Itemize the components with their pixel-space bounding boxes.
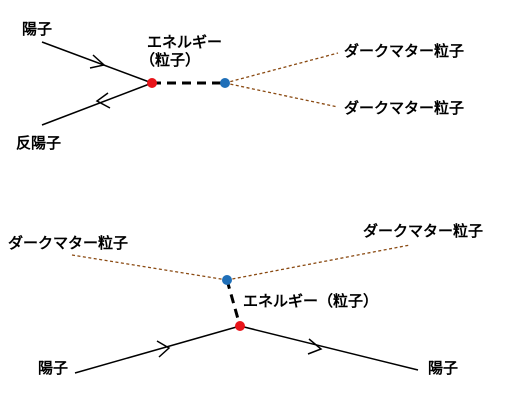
dark-matter-line-left [71, 254, 228, 281]
bottom-diagram [71, 244, 419, 374]
label-proton-left: 陽子 [38, 359, 69, 377]
label-antiproton: 反陽子 [16, 134, 62, 152]
label-dark-matter-lower: ダークマター粒子 [344, 99, 465, 117]
proton-line-right [239, 325, 419, 371]
dark-matter-line-upper [224, 52, 339, 84]
dark-matter-line-lower [224, 82, 339, 108]
label-proton-top: 陽子 [22, 20, 53, 38]
vertex-red-top [147, 78, 157, 88]
proton-line-left [74, 325, 241, 374]
label-energy-bottom: エネルギー（粒子） [243, 292, 379, 310]
label-proton-right: 陽子 [428, 359, 459, 377]
proton-arrow-right [307, 338, 323, 355]
label-energy-line2: （粒子） [140, 51, 201, 69]
proton-line-top [41, 41, 153, 84]
vertex-blue-top [220, 78, 230, 88]
energy-propagator-bottom [225, 279, 242, 327]
antiproton-arrow-top [95, 92, 111, 109]
label-dark-matter-upper: ダークマター粒子 [344, 42, 465, 60]
top-diagram [41, 41, 339, 126]
proton-arrow-left [156, 340, 171, 358]
antiproton-line-top [41, 82, 153, 126]
label-dark-matter-right: ダークマター粒子 [363, 222, 484, 240]
label-energy-line1: エネルギー [147, 33, 223, 51]
dark-matter-line-right [226, 244, 411, 281]
proton-arrow-top [89, 54, 106, 69]
vertex-blue-bottom [222, 275, 232, 285]
vertex-red-bottom [235, 321, 245, 331]
label-dark-matter-left: ダークマター粒子 [8, 234, 129, 252]
